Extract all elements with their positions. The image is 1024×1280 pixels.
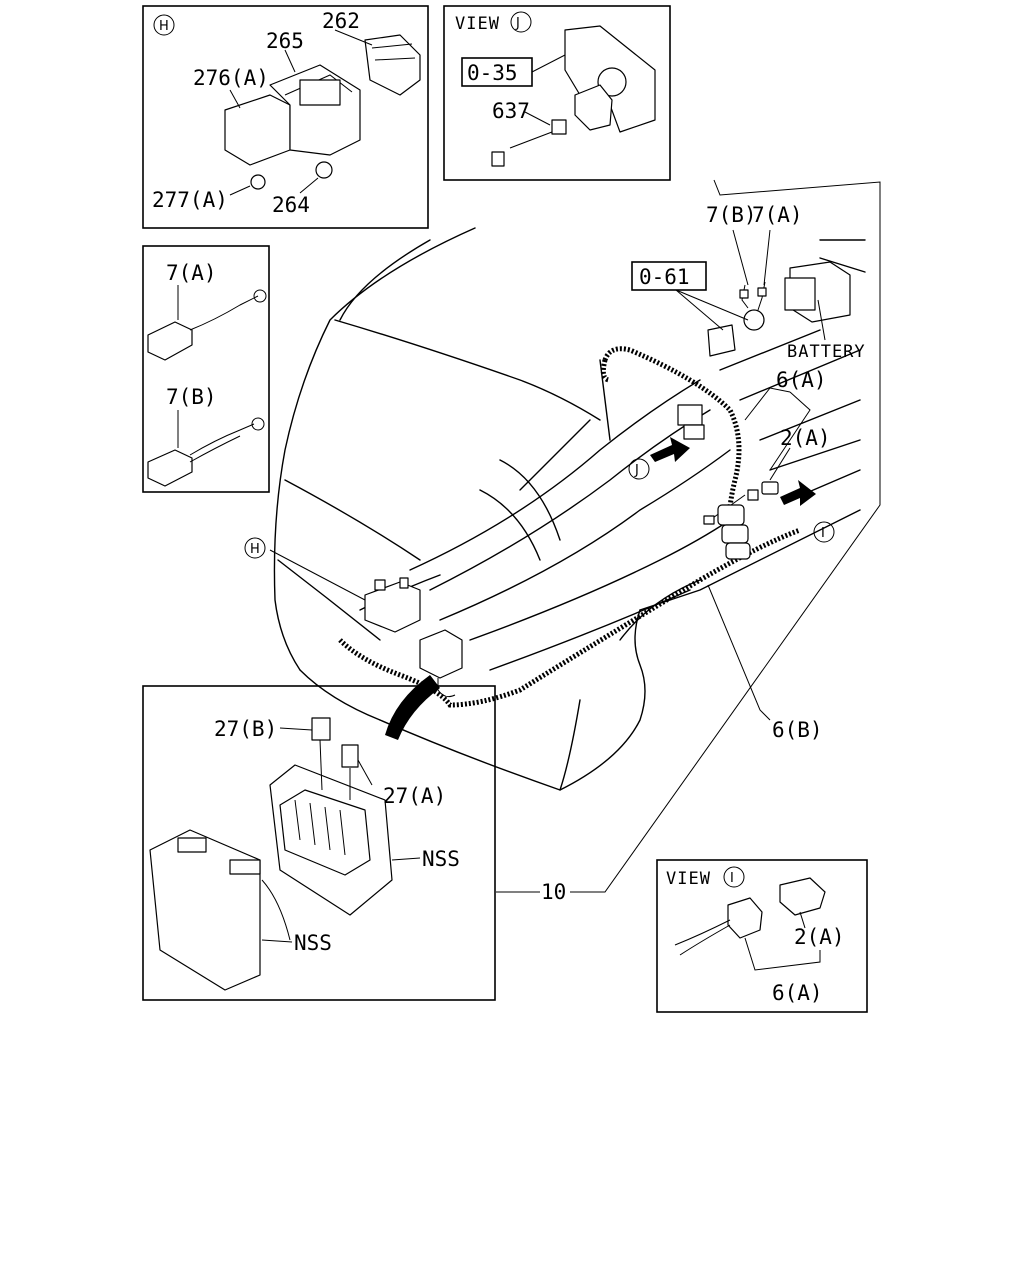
fuse-27b: [311, 717, 331, 741]
label-7b-sub: 7(B): [166, 385, 217, 409]
panel-view-i: [656, 859, 868, 1013]
panel-h-detail: [142, 5, 429, 229]
label-27a: 27(A): [383, 784, 446, 808]
marker-i-panel: I: [730, 871, 734, 886]
arrow-j: [650, 437, 690, 462]
marker-i-main-circle: [813, 521, 835, 543]
view-j-text: VIEW: [455, 14, 500, 34]
arrow-i: [780, 480, 816, 506]
label-277a: 277(A): [152, 188, 228, 212]
pointer-arrow-fuse: [385, 675, 440, 740]
label-10: 10: [541, 880, 566, 904]
label-6b-main: 6(B): [772, 718, 823, 742]
marker-i-main: I: [821, 526, 825, 541]
marker-h-main: H: [250, 542, 260, 557]
leader-lines: [269, 179, 881, 893]
label-637: 637: [492, 99, 530, 123]
ref-035: 0-35: [467, 61, 518, 85]
fuse-block-main: [419, 629, 463, 698]
label-7a-sub: 7(A): [166, 261, 217, 285]
connector-h-main: [364, 577, 421, 633]
marker-j-main-circle: [628, 458, 650, 480]
connector-2a-main: [761, 481, 779, 495]
marker-h-panel: H: [159, 19, 169, 34]
fuse-27a: [341, 744, 359, 768]
label-7b-main: 7(B): [706, 203, 757, 227]
label-2a-view: 2(A): [794, 925, 845, 949]
harness-connector-cluster: [703, 489, 759, 560]
vehicle-outline: [273, 227, 866, 791]
label-6a-view: 6(A): [772, 981, 823, 1005]
marker-j-main: J: [634, 463, 639, 478]
label-nss-2: NSS: [294, 931, 332, 955]
label-276a: 276(A): [193, 66, 269, 90]
label-262: 262: [322, 9, 360, 33]
label-nss-1: NSS: [422, 847, 460, 871]
panel-view-j: [443, 5, 671, 181]
label-265: 265: [266, 29, 304, 53]
view-i-text: VIEW: [666, 869, 711, 889]
ref-box-061: [631, 261, 707, 291]
marker-j-panel: J: [515, 16, 520, 31]
label-battery: BATTERY: [787, 342, 866, 362]
battery-assembly: [707, 261, 851, 357]
ref-061: 0-61: [639, 265, 690, 289]
label-7a-main: 7(A): [752, 203, 803, 227]
label-2a-main: 2(A): [780, 426, 831, 450]
label-264: 264: [272, 193, 310, 217]
relay-block-j: [677, 404, 705, 440]
panel-fuse-box: [142, 685, 496, 1001]
panel-7-detail: [142, 245, 270, 493]
label-27b: 27(B): [214, 717, 277, 741]
label-6a-main: 6(A): [776, 368, 827, 392]
marker-h-main-circle: [244, 537, 266, 559]
